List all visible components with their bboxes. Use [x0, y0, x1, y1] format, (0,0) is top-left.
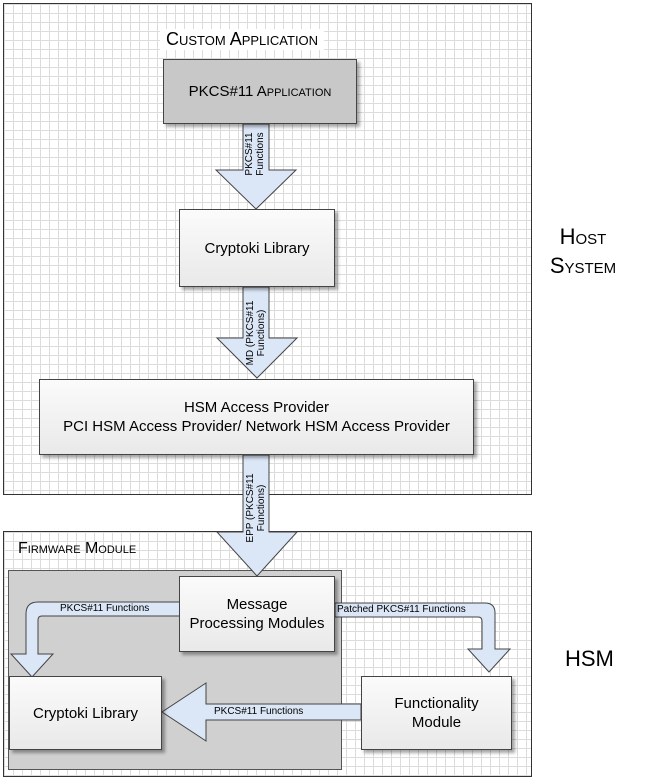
access-provider-line1: HSM Access Provider — [183, 399, 330, 416]
arrow-1-label-line2: Functions — [255, 132, 266, 176]
host-system-label: Host System — [537, 222, 629, 280]
arrow-1-label-line1: PKCS#11 — [244, 132, 255, 176]
cryptoki-library-host-box: Cryptoki Library — [179, 209, 335, 287]
func-line1: Functionality — [394, 695, 479, 712]
left-arrow-bottom — [161, 682, 362, 742]
pkcs11-application-label: PKCS#11 Application — [188, 83, 332, 100]
down-arrow-1 — [214, 123, 298, 210]
hsm-access-provider-box: HSM Access Provider PCI HSM Access Provi… — [39, 379, 474, 455]
arrow-1-label: PKCS#11 Functions — [244, 124, 268, 184]
host-label-line2: System — [549, 253, 617, 278]
arrow-2-label: MD (PKCS#11 Functions) — [245, 288, 269, 378]
host-label-line1: Host — [559, 224, 607, 249]
cryptoki-library-host-label: Cryptoki Library — [204, 239, 310, 257]
down-arrow-3 — [215, 454, 299, 577]
bottom-arrow-label: PKCS#11 Functions — [214, 706, 304, 717]
right-curved-arrow — [334, 602, 512, 673]
firmware-module-header: Firmware Module — [18, 540, 137, 557]
access-provider-line2: PCI HSM Access Provider/ Network HSM Acc… — [63, 418, 450, 435]
pkcs11-application-box: PKCS#11 Application — [163, 59, 357, 124]
cryptoki-library-hsm-box: Cryptoki Library — [9, 676, 162, 750]
message-processing-modules-box: Message Processing Modules — [179, 576, 335, 652]
arrow-3-label: EPP (PKCS#11 Functions) — [245, 463, 269, 553]
left-curved-arrow — [9, 601, 181, 678]
arrow-2-label-line2: Functions) — [256, 309, 267, 357]
func-line2: Module — [411, 714, 462, 731]
arrow-3-label-line2: Functions) — [256, 484, 267, 532]
mpm-line1: Message — [226, 596, 288, 613]
cryptoki-library-hsm-label: Cryptoki Library — [32, 704, 139, 722]
arrow-3-label-line1: EPP (PKCS#11 — [245, 473, 256, 543]
down-arrow-2 — [215, 286, 299, 379]
arrow-2-label-line1: MD (PKCS#11 — [245, 300, 256, 366]
hsm-label: HSM — [565, 646, 614, 671]
right-curved-arrow-label: Patched PKCS#11 Functions — [337, 604, 466, 615]
left-curved-arrow-label: PKCS#11 Functions — [60, 603, 150, 614]
functionality-module-box: Functionality Module — [361, 676, 512, 750]
mpm-line2: Processing Modules — [189, 615, 325, 632]
custom-application-header: Custom Application — [160, 29, 325, 50]
